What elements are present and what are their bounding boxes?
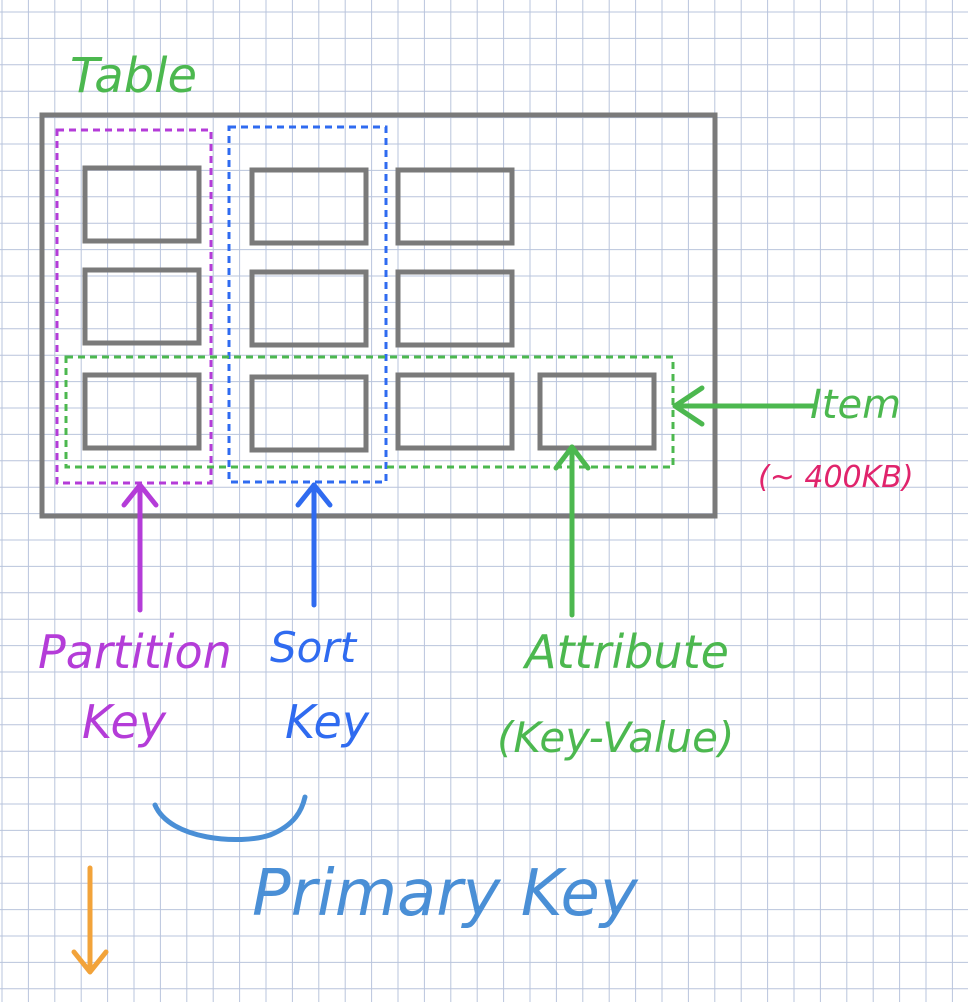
attribute-cell xyxy=(537,372,657,451)
attribute-cell xyxy=(395,372,515,451)
attribute-label-line2: (Key-Value) xyxy=(497,713,734,762)
item-size-note: (~ 400KB) xyxy=(758,460,914,495)
attribute-cell xyxy=(82,267,202,346)
sort-key-label-line2: Key xyxy=(285,695,370,749)
item-highlight xyxy=(64,355,675,469)
attribute-cell xyxy=(82,372,202,451)
attribute-cell xyxy=(82,165,202,244)
arrow-down-icon xyxy=(71,865,109,975)
partition-key-label-line2: Key xyxy=(82,695,167,749)
attribute-cells xyxy=(82,165,657,453)
table-outline xyxy=(39,112,718,519)
partition-key-label-line1: Partition xyxy=(38,625,232,679)
attribute-cell xyxy=(249,167,369,246)
sort-key-highlight xyxy=(227,125,388,484)
attribute-label-line1: Attribute xyxy=(522,625,729,679)
arrow-left-icon xyxy=(672,385,818,427)
primary-key-label: Primary Key xyxy=(252,857,639,931)
table-title: Table xyxy=(70,48,197,104)
attribute-cell xyxy=(395,269,515,348)
arrow-up-icon xyxy=(121,482,159,613)
sort-key-label-line1: Sort xyxy=(270,623,358,672)
attribute-cell xyxy=(395,167,515,246)
arrow-up-icon xyxy=(295,482,333,608)
partition-key-highlight xyxy=(55,128,213,485)
arrow-up-icon xyxy=(553,444,591,618)
attribute-cell xyxy=(249,374,369,453)
primary-key-bracket xyxy=(152,794,308,842)
item-label: Item xyxy=(810,382,901,428)
attribute-cell xyxy=(249,269,369,348)
